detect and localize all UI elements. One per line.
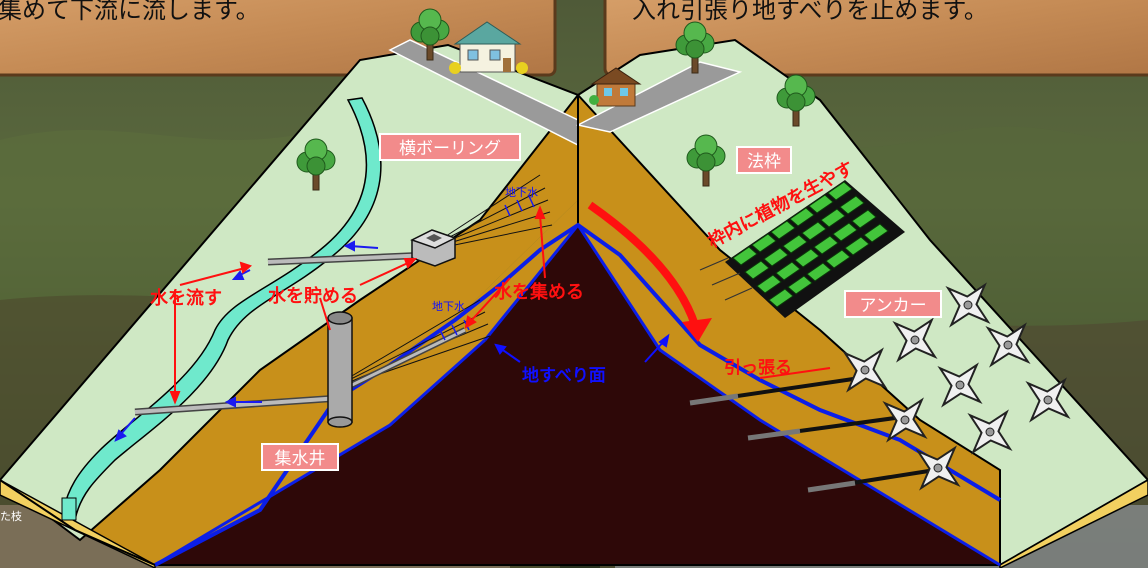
house-icon bbox=[449, 21, 528, 74]
log-cabin-icon bbox=[589, 67, 642, 107]
banner-left-text: 集めて下流に流します。 bbox=[0, 0, 260, 24]
banner-right-text: 入れ引張り地すべりを止めます。 bbox=[632, 0, 988, 24]
label-box-shusuisei bbox=[261, 443, 339, 471]
label-chikasui-upper: 地下水 bbox=[505, 186, 538, 199]
label-chikasui-lower: 地下水 bbox=[432, 300, 465, 313]
flow-arrows bbox=[114, 240, 379, 442]
slide-direction-arrow bbox=[587, 201, 699, 327]
label-hipparu: 引っ張る bbox=[724, 358, 792, 378]
collecting-well bbox=[327, 311, 353, 428]
label-shusuisei: 集水井 bbox=[275, 449, 326, 469]
label-mizu-tameru: 水を貯める bbox=[268, 285, 358, 307]
callout-arrows bbox=[169, 205, 831, 405]
ground-anchors bbox=[689, 376, 936, 493]
horizontal-boring-wells bbox=[439, 174, 553, 249]
label-hoshu: 法枠 bbox=[747, 152, 781, 172]
corner-caption-text: た枝 bbox=[0, 509, 22, 523]
label-jisuberi-men: 地すべり面 bbox=[522, 365, 606, 386]
label-anchor: アンカー bbox=[859, 296, 926, 316]
label-mizu-nagasu: 水を流す bbox=[150, 287, 222, 309]
label-yoko-boring: 横ボーリング bbox=[399, 139, 501, 159]
label-box-anchor bbox=[844, 290, 942, 318]
label-box-yoko-boring bbox=[379, 133, 521, 161]
label-mizu-atsumeru: 水を集める bbox=[494, 281, 584, 303]
label-box-hoshu bbox=[736, 146, 792, 174]
